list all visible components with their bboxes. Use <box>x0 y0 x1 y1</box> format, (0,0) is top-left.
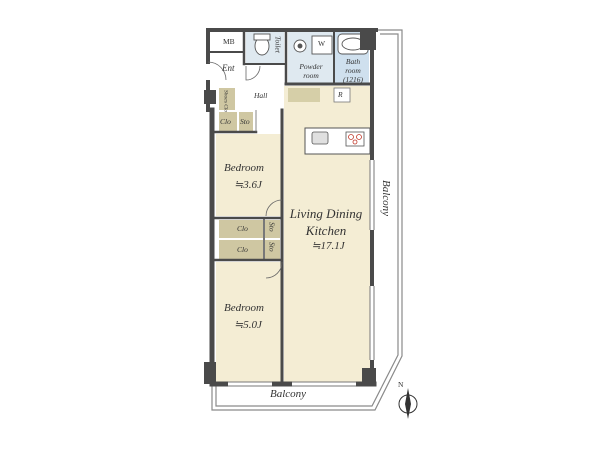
powder-room-label-1: Powder <box>299 62 323 71</box>
fridge-space <box>333 87 351 103</box>
floor-areas <box>216 32 370 382</box>
storage-1-floor <box>239 112 253 132</box>
mb-label: MB <box>223 37 235 46</box>
hall-label: Hall <box>254 91 268 100</box>
doors <box>207 61 283 279</box>
bedroom2-size: ≒5.0J <box>234 319 262 331</box>
balcony-south-label: Balcony <box>270 388 307 400</box>
ldk-name-1: Living Dining <box>289 206 363 221</box>
toilet-label: Toilet <box>273 36 283 53</box>
sink-icon <box>311 131 329 145</box>
kitchen-shelf <box>288 88 320 102</box>
bath-label-1: Bath <box>345 57 361 66</box>
compass-north-label: N <box>398 380 404 389</box>
closet-2-label: Clo <box>237 224 248 233</box>
closet-3-label: Clo <box>237 245 248 254</box>
bath-label-2: room <box>345 66 361 75</box>
fridge-label: R <box>338 90 343 99</box>
storage-1-label: Sto <box>240 117 250 126</box>
ldk-size: ≒17.1J <box>311 240 345 252</box>
storage-3-floor <box>265 240 280 260</box>
shoes-closet-floor <box>219 88 235 110</box>
bedroom1-size: ≒3.6J <box>234 179 262 191</box>
balcony-outline <box>211 29 403 411</box>
entrance-label: Ent <box>222 63 235 73</box>
closet-2-floor <box>219 220 263 238</box>
closet-3-floor <box>219 240 263 260</box>
washer-label: W <box>318 39 326 48</box>
compass-icon <box>398 388 418 419</box>
bedroom2-floor <box>216 262 282 382</box>
storage-2-label: Sto <box>267 222 277 232</box>
storage-3-label: Sto <box>267 242 277 252</box>
bedroom1-name: Bedroom <box>224 162 264 174</box>
ldk-name-2: Kitchen <box>305 223 347 238</box>
closet-1-label: Clo <box>220 117 231 126</box>
windows <box>228 160 375 387</box>
powder-room-label-2: room <box>303 71 319 80</box>
storage-2-floor <box>265 220 280 238</box>
stove-icon <box>345 131 365 147</box>
shoes-closet-label: Shoes Clo <box>222 90 229 113</box>
bedroom2-name: Bedroom <box>224 302 264 314</box>
bedroom1-floor <box>216 134 282 216</box>
washer-icon <box>311 35 333 55</box>
wall-posts <box>204 30 376 386</box>
closet-1-floor <box>219 112 237 132</box>
balcony-east-label: Balcony <box>380 180 392 217</box>
kitchen-counter <box>304 127 371 155</box>
bath-label-3: (1216) <box>343 75 363 84</box>
